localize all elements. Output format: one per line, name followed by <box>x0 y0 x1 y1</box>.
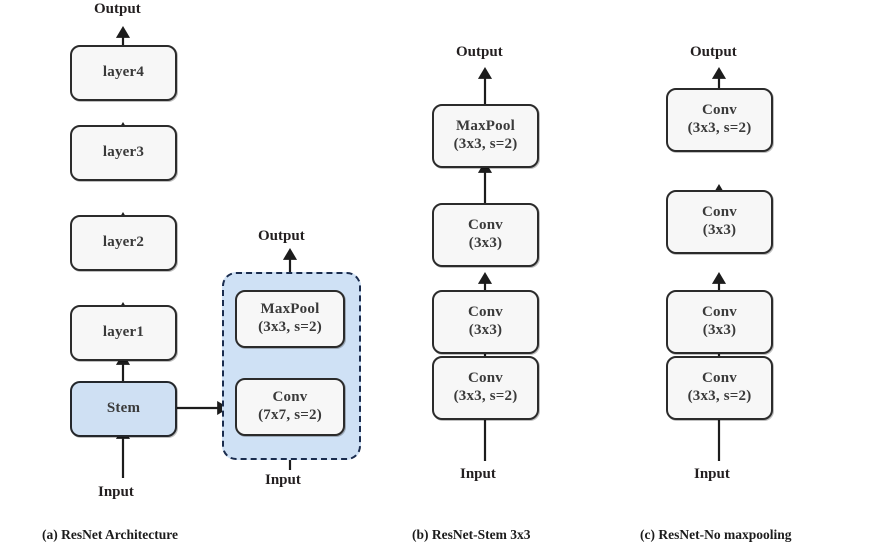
block-line-2: (3x3) <box>702 222 737 238</box>
block-line-1: layer2 <box>102 234 145 251</box>
block-line-1: MaxPool <box>260 301 320 318</box>
block-line-2: (3x3) <box>702 322 737 338</box>
block-line-2: (3x3, s=2) <box>258 319 322 335</box>
panel-b-block-conv-4[interactable]: Conv (3x3, s=2) <box>432 356 539 420</box>
panel-b-input-label: Input <box>460 466 496 482</box>
block-line-2: (3x3, s=2) <box>453 136 518 152</box>
panel-a-block-layer1[interactable]: layer1 <box>70 305 177 361</box>
stem-detail-block-conv7x7[interactable]: Conv (7x7, s=2) <box>235 378 345 436</box>
panel-c-block-conv-1[interactable]: Conv (3x3, s=2) <box>666 88 773 152</box>
panel-b-block-maxpool[interactable]: MaxPool (3x3, s=2) <box>432 104 539 168</box>
block-line-2: (3x3) <box>468 235 503 251</box>
panel-c-caption: (c) ResNet-No maxpooling <box>640 527 792 542</box>
block-line-1: Conv <box>702 204 737 221</box>
panel-b-block-conv-2[interactable]: Conv (3x3) <box>432 203 539 267</box>
stem-detail-block-maxpool[interactable]: MaxPool (3x3, s=2) <box>235 290 345 348</box>
block-line-1: Stem <box>106 400 141 417</box>
block-line-2: (3x3, s=2) <box>687 120 752 136</box>
block-line-1: Conv <box>702 102 737 119</box>
panel-a-block-layer3[interactable]: layer3 <box>70 125 177 181</box>
panel-c-input-label: Input <box>694 466 730 482</box>
block-line-1: Conv <box>702 370 737 387</box>
panel-c-block-conv-2[interactable]: Conv (3x3) <box>666 190 773 254</box>
block-line-1: Conv <box>468 370 503 387</box>
panel-c-block-conv-3[interactable]: Conv (3x3) <box>666 290 773 354</box>
block-line-1: Conv <box>272 389 308 406</box>
panel-a-caption: (a) ResNet Architecture <box>42 527 178 542</box>
panel-a-block-layer2[interactable]: layer2 <box>70 215 177 271</box>
block-line-1: Conv <box>468 304 503 321</box>
panel-c-output-label: Output <box>690 44 737 60</box>
block-line-1: layer1 <box>102 324 145 341</box>
block-line-1: Conv <box>468 217 503 234</box>
panel-b-block-conv-3[interactable]: Conv (3x3) <box>432 290 539 354</box>
block-line-1: layer3 <box>102 144 145 161</box>
block-line-2: (3x3, s=2) <box>453 388 518 404</box>
stem-detail-output-label: Output <box>258 228 305 244</box>
panel-a-block-layer4[interactable]: layer4 <box>70 45 177 101</box>
stem-detail-input-label: Input <box>265 472 301 488</box>
panel-a-block-stem[interactable]: Stem <box>70 381 177 437</box>
panel-a-input-label: Input <box>98 484 134 500</box>
block-line-2: (3x3) <box>468 322 503 338</box>
block-line-1: MaxPool <box>456 118 515 135</box>
block-line-1: Conv <box>702 304 737 321</box>
panel-c-block-conv-4[interactable]: Conv (3x3, s=2) <box>666 356 773 420</box>
block-line-2: (3x3, s=2) <box>687 388 752 404</box>
panel-b-output-label: Output <box>456 44 503 60</box>
panel-a-output-label: Output <box>94 1 141 17</box>
panel-b-caption: (b) ResNet-Stem 3x3 <box>412 527 531 542</box>
block-line-2: (7x7, s=2) <box>258 407 322 423</box>
block-line-1: layer4 <box>102 64 145 81</box>
